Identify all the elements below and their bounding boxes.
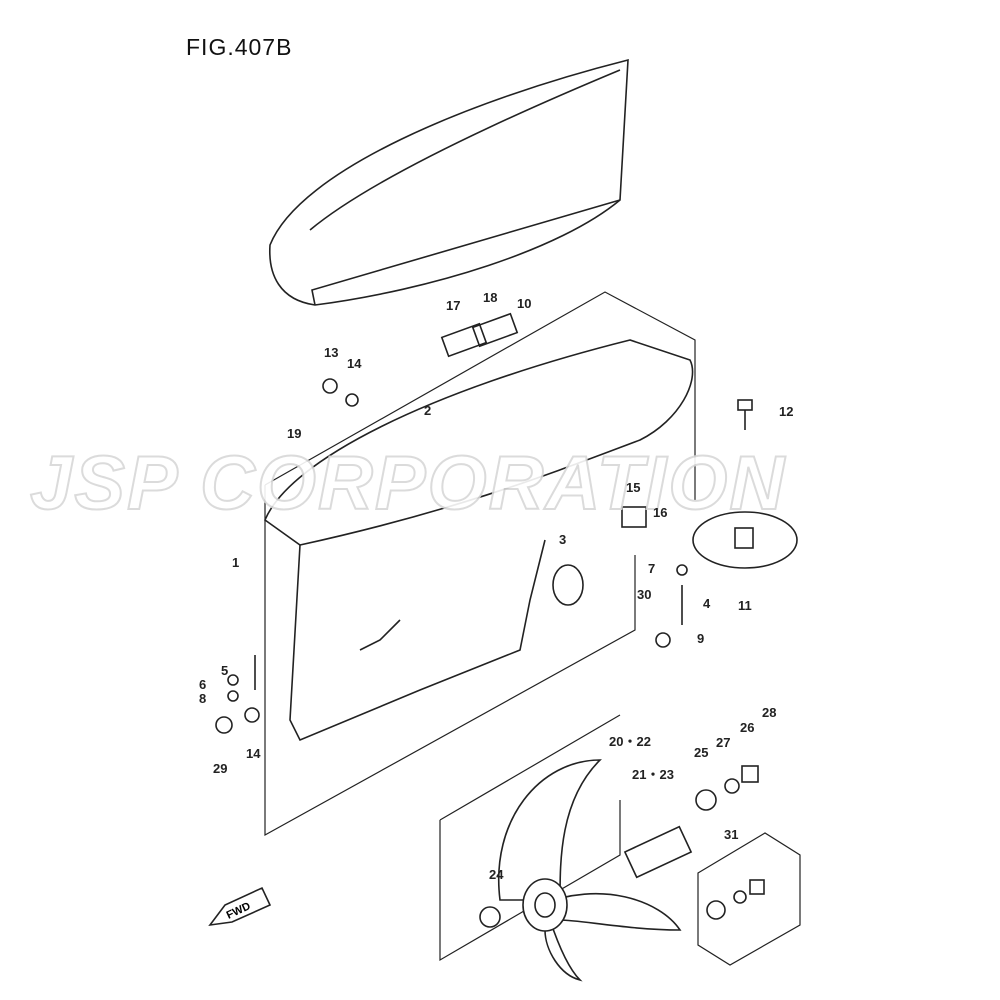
callout-3: 3 [559,532,567,547]
callout-18: 18 [483,290,498,305]
callout-21-23: 21・23 [632,767,674,782]
callout-30: 30 [637,587,652,602]
callout-1: 1 [232,555,240,570]
callout-13: 13 [324,345,339,360]
top-cover [269,58,629,306]
callout-20-22: 20・22 [609,734,651,749]
callout-5: 5 [221,663,229,678]
callout-14a: 14 [347,356,362,371]
callout-16: 16 [653,505,668,520]
callout-25: 25 [694,745,709,760]
bracket-lines [264,291,801,966]
callout-17: 17 [446,298,461,313]
callout-19: 19 [287,426,302,441]
callout-7: 7 [648,561,656,576]
callout-31: 31 [724,827,739,842]
callout-6: 6 [199,677,207,692]
callout-2: 2 [424,403,432,418]
callout-11: 11 [738,598,752,613]
callout-4: 4 [703,596,711,611]
callout-28: 28 [762,705,777,720]
callout-12: 12 [779,404,794,419]
callout-14b: 14 [246,746,261,761]
callout-15: 15 [626,480,641,495]
callout-29: 29 [213,761,228,776]
callout-9: 9 [697,631,705,646]
callout-27: 27 [716,735,731,750]
propeller [497,759,682,982]
gear-case [264,339,694,742]
figure-title: FIG.407B [186,34,293,60]
small-parts [215,312,798,928]
callout-10: 10 [517,296,532,311]
callout-24: 24 [489,867,504,882]
callout-26: 26 [740,720,755,735]
callout-8: 8 [199,691,207,706]
watermark: JSP CORPORATION [29,440,787,527]
fwd-arrow [208,886,272,927]
